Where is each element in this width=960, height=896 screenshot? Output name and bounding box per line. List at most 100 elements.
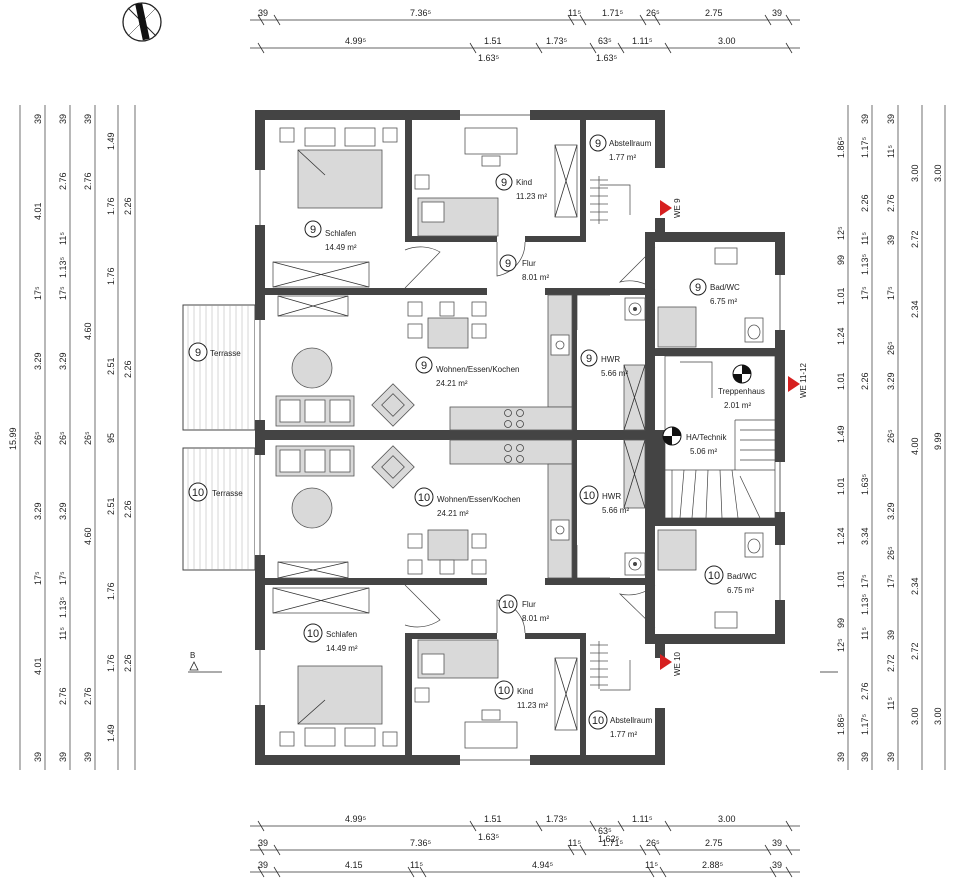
bottom-dimensions: 4.99⁵ 1.51 1.73⁵ 1.11⁵ 3.00 1.63⁵ 63⁵ 39… [258,814,782,870]
dim-right: 3.29 [886,372,896,390]
entrance-triangle-icon [660,200,672,216]
dim-left: 1.49 [106,132,116,150]
dim-left: 11⁵ [58,627,68,640]
left-dimensions: 15.99 39 4.01 17⁵ 3.29 26⁵ 3.29 17⁵ 4.01… [8,114,133,762]
svg-text:8.01 m²: 8.01 m² [522,614,549,623]
furniture-unit-10 [272,439,764,749]
dim-right: 1.49 [836,425,846,443]
dim-right: 1.01 [836,570,846,588]
dim-right: 26⁵ [886,341,896,355]
furniture-unit-9 [272,127,764,431]
dim-right: 11⁵ [860,627,870,640]
room-label-hwr-9: 9 HWR 5.66 m² [580,349,628,378]
dim-left: 1.13⁵ [58,596,68,618]
svg-text:6.75 m²: 6.75 m² [727,586,754,595]
dim-right: 2.72 [910,642,920,660]
dim-left: 1.76 [106,582,116,600]
entrance-we10: WE 10 [660,651,682,676]
dim-top: 11⁵ [568,8,581,18]
svg-text:Terrasse: Terrasse [212,489,243,498]
svg-text:10: 10 [592,715,604,727]
svg-text:Schlafen: Schlafen [326,630,357,639]
dim-top: 7.36⁵ [410,8,432,18]
dim-right: 99 [836,255,846,265]
entrance-label: WE 9 [673,198,682,218]
dim-left: 39 [33,114,43,124]
svg-text:6.75 m²: 6.75 m² [710,297,737,306]
dim-right: 39 [836,752,846,762]
svg-text:10: 10 [583,490,595,502]
dim-left: 2.76 [58,172,68,190]
dim-right: 39 [886,114,896,124]
dim-right: 26⁵ [886,546,896,560]
dim-bottom: 1.63⁵ [478,832,500,842]
dim-bottom: 1.11⁵ [632,814,653,824]
dim-right: 12⁵ [836,226,846,240]
dim-left: 17⁵ [33,571,43,585]
dim-right: 2.72 [910,230,920,248]
dim-top: 4.99⁵ [345,36,367,46]
svg-text:2.01 m²: 2.01 m² [724,401,751,410]
room-label-bad-9: 9 Bad/WC 6.75 m² [689,278,740,306]
dim-right: 39 [886,235,896,245]
dim-bottom: 39 [258,838,268,848]
dim-top: 1.71⁵ [602,8,624,18]
svg-text:9: 9 [310,224,316,236]
svg-text:5.66 m²: 5.66 m² [602,506,629,515]
dim-left: 2.76 [83,172,93,190]
svg-text:5.06 m²: 5.06 m² [690,447,717,456]
dim-bottom: 63⁵ [598,826,612,836]
dim-right: 2.34 [910,300,920,318]
section-marker: B [188,651,838,673]
room-label-hwr-10: 10 HWR 5.66 m² [579,485,629,515]
room-label-flur-9: 9 Flur 8.01 m² [499,254,549,282]
dim-top: 1.51 [484,36,502,46]
room-label-wohnen-10: 10 Wohnen/Essen/Kochen 24.21 m² [414,487,520,518]
dim-right: 1.01 [836,477,846,495]
dim-right: 12⁵ [836,638,846,652]
dim-left: 2.51 [106,497,116,515]
dim-right: 17⁵ [860,574,870,588]
dim-right: 1.63⁵ [860,473,870,495]
dim-right: 99 [836,618,846,628]
svg-text:8.01 m²: 8.01 m² [522,273,549,282]
svg-text:Wohnen/Essen/Kochen: Wohnen/Essen/Kochen [436,365,519,374]
dim-left: 2.26 [123,360,133,378]
svg-text:9: 9 [695,282,701,294]
north-arrow-icon [122,2,162,42]
dim-right: 17⁵ [886,286,896,300]
entrance-label: WE 10 [673,651,682,676]
dim-bottom: 4.15 [345,860,363,870]
dim-left: 3.29 [58,352,68,370]
dim-left: 4.01 [33,657,43,675]
dim-bottom: 3.00 [718,814,736,824]
dim-right: 3.00 [910,707,920,725]
svg-text:1.77 m²: 1.77 m² [609,153,636,162]
dim-right: 3.34 [860,527,870,545]
dim-bottom: 11⁵ [410,860,423,870]
dim-right: 1.17⁵ [860,713,870,735]
dim-bottom: 7.36⁵ [410,838,432,848]
svg-text:HA/Technik: HA/Technik [686,433,727,442]
svg-text:14.49 m²: 14.49 m² [326,644,358,653]
dim-right: 2.34 [910,577,920,595]
svg-text:Schlafen: Schlafen [325,229,356,238]
dim-bottom: 39 [772,860,782,870]
dim-left: 26⁵ [58,431,68,445]
room-label-flur-10: 10 Flur 8.01 m² [498,594,549,623]
dim-right: 9.99 [933,432,943,450]
dim-right: 3.29 [886,502,896,520]
entrance-label: WE 11-12 [799,362,808,398]
dim-bottom: 1.71⁵ [602,838,624,848]
dim-left: 1.76 [106,654,116,672]
dim-bottom: 2.75 [705,838,723,848]
room-label-wohnen-9: 9 Wohnen/Essen/Kochen 24.21 m² [415,356,519,388]
svg-text:9: 9 [595,138,601,150]
dim-top: 63⁵ [598,36,612,46]
room-label-schlafen-9: 9 Schlafen 14.49 m² [304,220,357,252]
svg-text:10: 10 [502,599,514,611]
dim-right: 1.86⁵ [836,136,846,158]
section-label: B [190,651,195,660]
dim-left: 3.29 [33,352,43,370]
dim-right: 2.76 [860,682,870,700]
